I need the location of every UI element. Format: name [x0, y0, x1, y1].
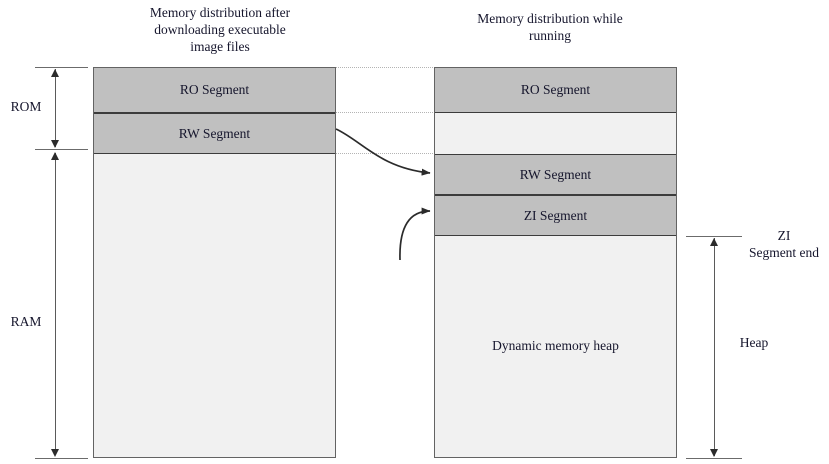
heap-arrow-up	[709, 238, 718, 246]
left-segment-free	[94, 154, 335, 456]
left-segment-ro: RO Segment	[94, 68, 335, 113]
rom-top-tick	[35, 67, 88, 68]
heap-dimension-line	[714, 238, 715, 456]
right-segment-gap	[435, 113, 676, 154]
ram-arrow-down	[50, 449, 59, 457]
rom-arrow-up	[50, 69, 59, 77]
heap-label: Heap	[739, 335, 769, 350]
guide-line-ro-bottom	[336, 112, 435, 113]
left-memory-column: RO Segment RW Segment	[93, 67, 336, 458]
ram-dimension-line	[55, 153, 56, 454]
rom-dimension-line	[55, 69, 56, 147]
rom-bottom-tick	[35, 149, 88, 150]
right-segment-heap: Dynamic memory heap	[435, 236, 676, 456]
zi-segment-end-label: ZI Segment end	[748, 228, 820, 260]
ram-label: RAM	[10, 314, 42, 329]
right-segment-ro: RO Segment	[435, 68, 676, 113]
heap-arrow-down	[709, 449, 718, 457]
right-segment-zi: ZI Segment	[435, 195, 676, 236]
guide-line-ro-top	[336, 67, 435, 68]
left-diagram-title: Memory distribution after downloading ex…	[149, 5, 291, 54]
heap-bottom-tick	[686, 458, 742, 459]
right-memory-column: RO Segment RW Segment ZI Segment Dynamic…	[434, 67, 677, 458]
ram-bottom-tick	[35, 458, 88, 459]
right-diagram-title: Memory distribution while running	[477, 11, 623, 43]
rom-arrow-down	[50, 140, 59, 148]
left-segment-rw: RW Segment	[94, 113, 335, 154]
ram-arrow-up	[50, 152, 59, 160]
right-segment-rw: RW Segment	[435, 154, 676, 195]
guide-line-rw-bottom	[336, 153, 435, 154]
rw-migration-arrow	[335, 128, 431, 176]
zi-creation-arrow	[399, 207, 431, 261]
zi-segment-end-tick	[686, 236, 742, 237]
rom-label: ROM	[10, 99, 42, 114]
